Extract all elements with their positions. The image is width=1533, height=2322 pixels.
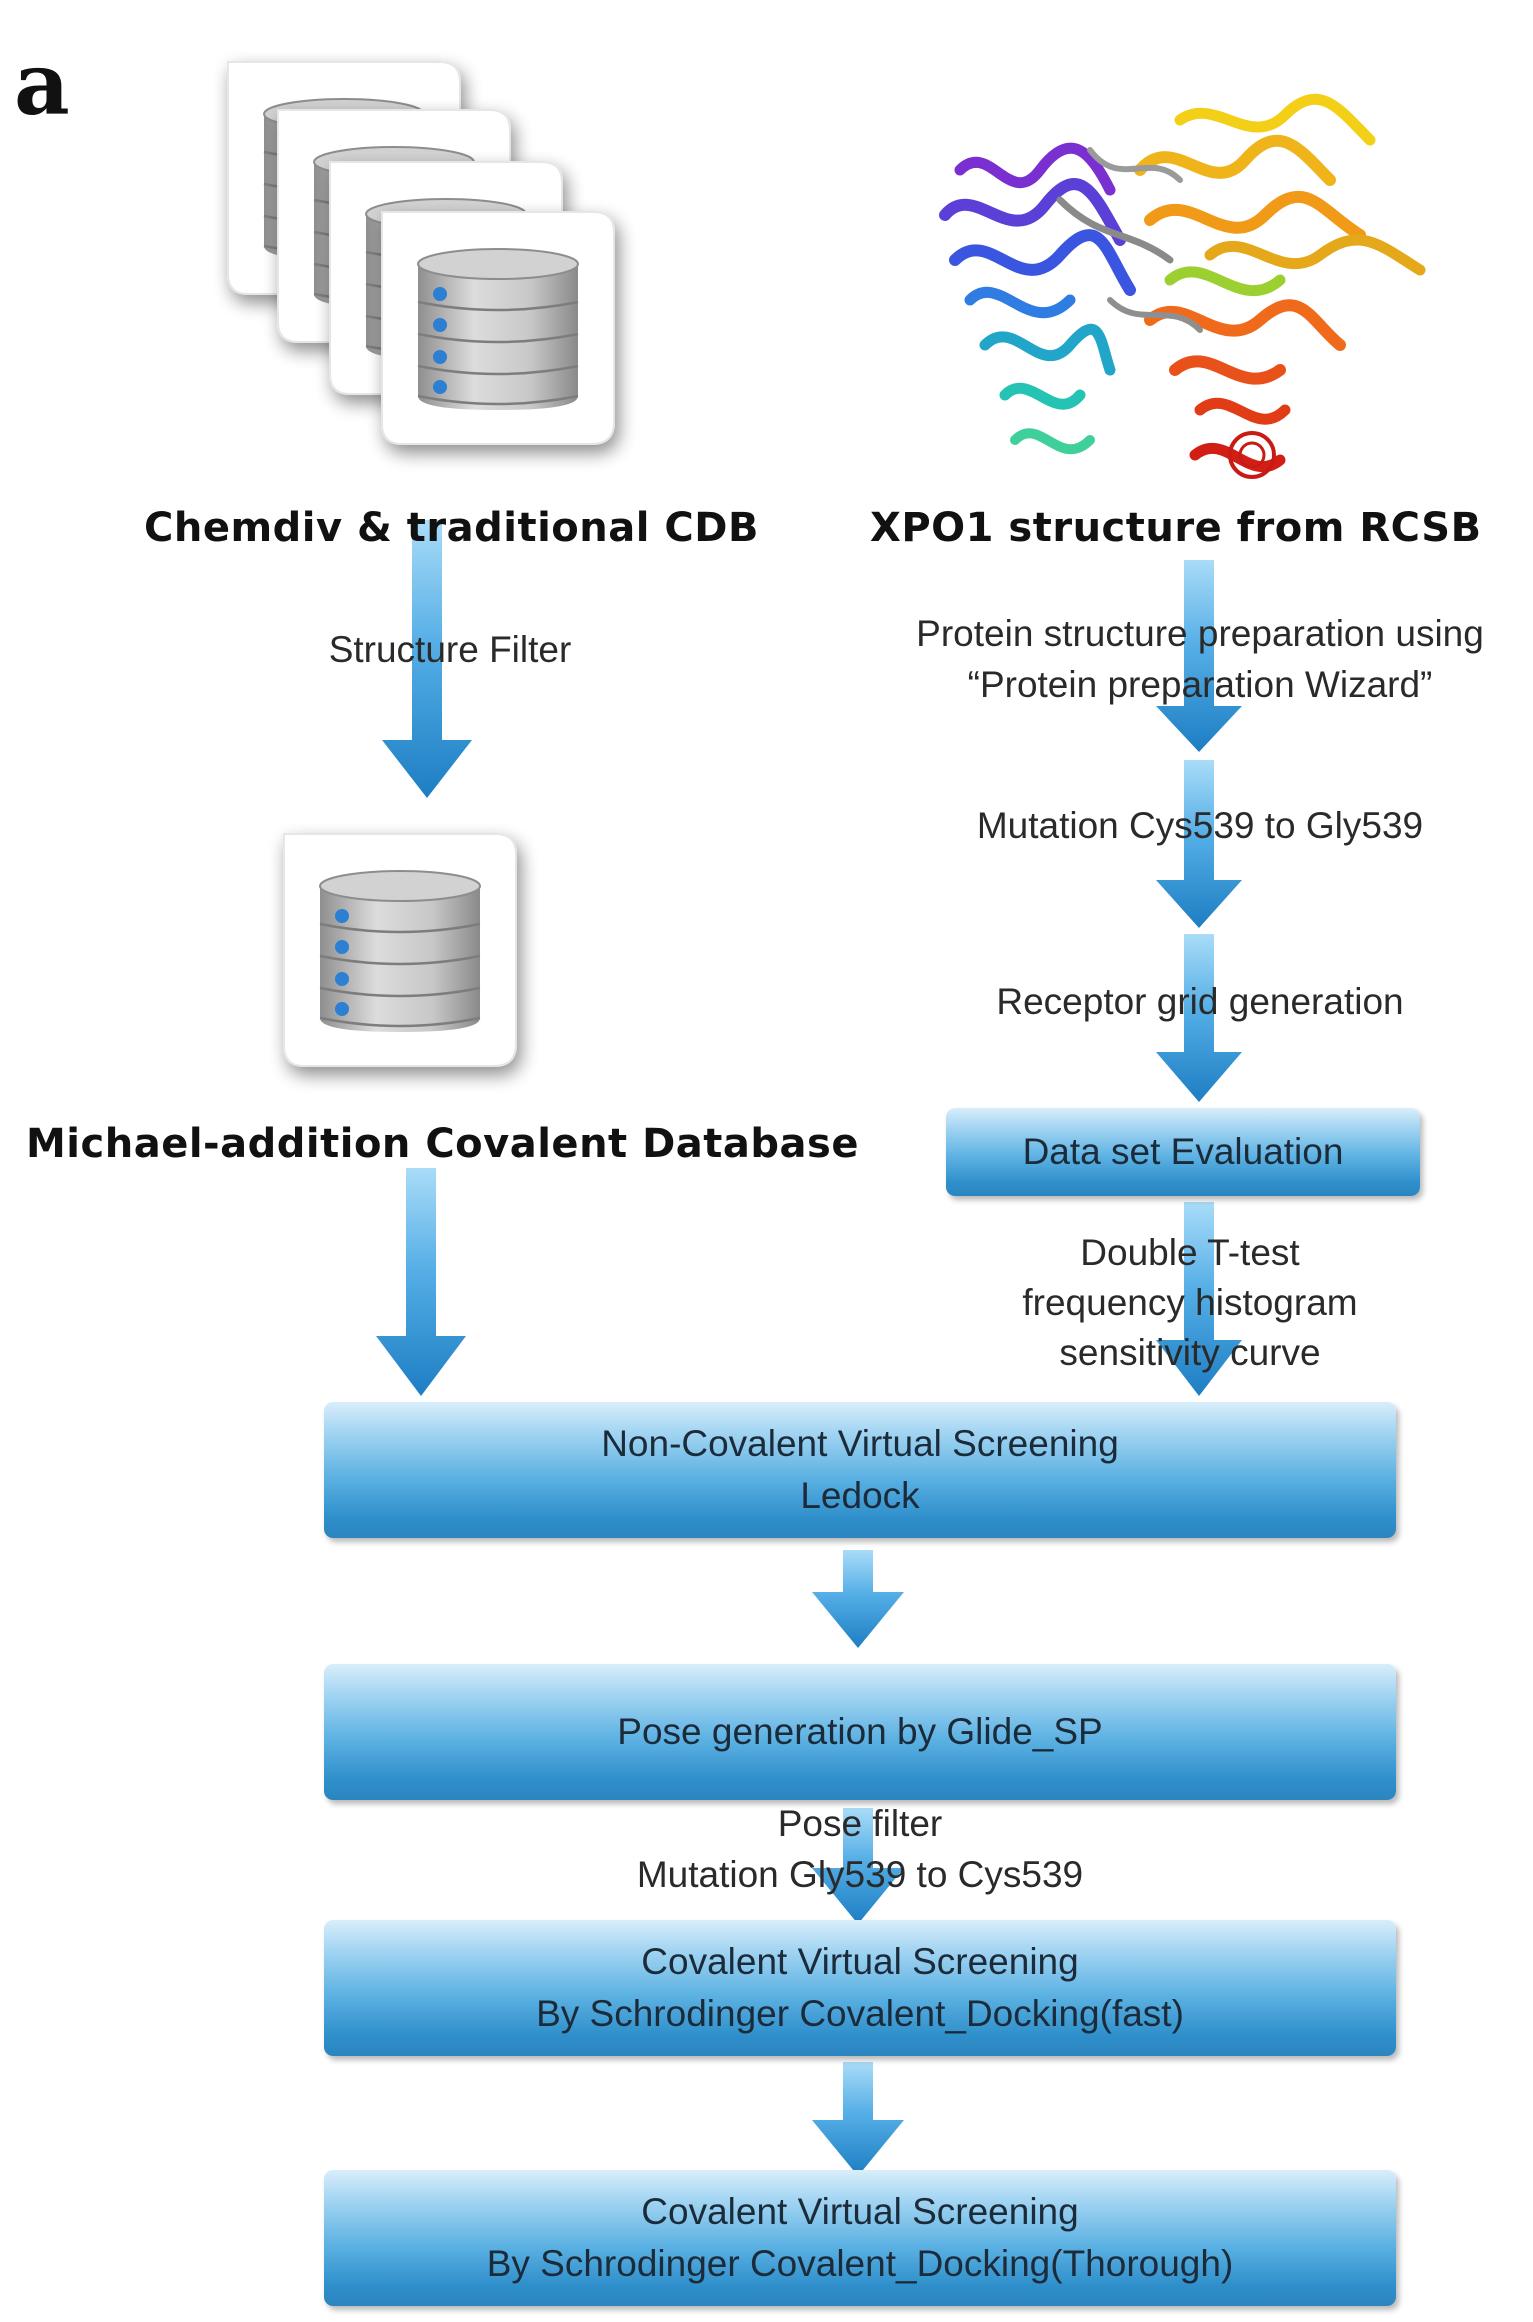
step-covalent-fast-line2: By Schrodinger Covalent_Docking(fast) [536,1993,1184,2034]
label-receptor-grid: Receptor grid generation [996,981,1404,1022]
label-protein-prep-line1: Protein structure preparation using [916,613,1484,654]
heading-left-source: Chemdiv & traditional CDB [144,505,759,551]
label-double-ttest: Double T-test [1080,1232,1300,1273]
arrow-to-mutation [1156,560,1242,752]
label-protein-prep: Protein structure preparation using “Pro… [870,608,1530,710]
arrow-to-dataset-eval [1156,934,1242,1102]
label-pose-filter: Pose filter Mutation Gly539 to Cys539 [540,1798,1180,1900]
heading-database: Michael-addition Covalent Database [26,1121,859,1167]
step-noncovalent-line2: Ledock [800,1475,920,1516]
step-covalent-thorough-line1: Covalent Virtual Screening [641,2191,1079,2232]
arrow-database-to-noncovalent [376,1168,466,1396]
label-pose-filter-line: Pose filter [777,1803,943,1844]
step-pose-generation: Pose generation by Glide_SP [324,1664,1396,1800]
covalent-database-icon [284,834,516,1066]
step-noncovalent-line1: Non-Covalent Virtual Screening [601,1423,1119,1464]
label-frequency-histogram: frequency histogram [1022,1282,1358,1323]
step-covalent-fast: Covalent Virtual Screening By Schrodinge… [324,1920,1396,2056]
label-sensitivity-curve: sensitivity curve [1059,1332,1321,1373]
label-evaluation-methods: Double T-test frequency histogram sensit… [950,1228,1430,1378]
step-covalent-fast-line1: Covalent Virtual Screening [641,1941,1079,1982]
label-mutation: Mutation Cys539 to Gly539 [976,805,1424,846]
step-covalent-thorough-line2: By Schrodinger Covalent_Docking(Thorough… [486,2243,1234,2284]
arrow-fast-to-thorough [812,2062,904,2176]
arrow-to-receptor-grid [1156,760,1242,928]
database-stack-icon [228,62,614,444]
step-dataset-evaluation: Data set Evaluation [946,1108,1420,1196]
heading-right-source: XPO1 structure from RCSB [870,505,1482,551]
panel-letter: a [14,34,70,135]
label-structure-filter: Structure Filter [328,629,572,670]
arrow-structure-filter [382,520,472,798]
step-covalent-thorough: Covalent Virtual Screening By Schrodinge… [324,2170,1396,2306]
label-protein-prep-line2: “Protein preparation Wizard” [967,664,1433,705]
protein-structure-icon [939,93,1426,479]
step-noncovalent-screening: Non-Covalent Virtual Screening Ledock [324,1402,1396,1538]
arrow-noncovalent-to-pose [812,1550,904,1648]
label-mutation-back: Mutation Gly539 to Cys539 [636,1854,1084,1895]
arrow-pose-to-covalent-fast [812,1808,904,1924]
arrow-dataset-to-noncovalent [1156,1202,1242,1396]
step-dataset-evaluation-label: Data set Evaluation [1022,1131,1344,1172]
step-pose-generation-label: Pose generation by Glide_SP [617,1711,1103,1752]
